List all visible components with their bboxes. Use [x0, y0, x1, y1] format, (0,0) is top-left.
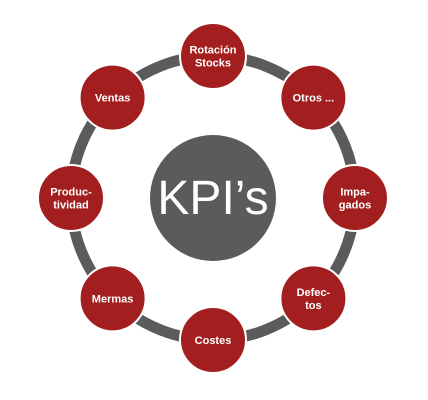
- kpi-node-label: Impa-: [340, 187, 370, 199]
- kpi-node-label: Costes: [195, 335, 232, 347]
- kpi-node-label: Defec-: [297, 287, 331, 299]
- kpi-node-mermas: Mermas: [78, 264, 147, 333]
- kpi-node-label: Ventas: [95, 93, 130, 105]
- kpi-node-label: Produc-: [50, 187, 92, 199]
- kpi-node-circle: [179, 306, 247, 374]
- kpi-node-defectos: Defec-tos: [279, 264, 348, 333]
- kpi-node-circle: [37, 164, 105, 232]
- center-label: KPI’s: [157, 172, 268, 225]
- kpi-node-circle: [78, 264, 147, 333]
- kpi-node-circle: [279, 63, 348, 132]
- kpi-node-label: Rotación: [189, 45, 236, 57]
- kpi-node-otros: Otros ...: [279, 63, 348, 132]
- kpi-node-label: tos: [305, 300, 322, 312]
- center-hub: KPI’s: [150, 135, 276, 261]
- kpi-node-circle: [321, 164, 389, 232]
- kpi-node-circle: [179, 22, 247, 90]
- center-circle: [150, 135, 276, 261]
- kpi-node-ventas: Ventas: [78, 63, 147, 132]
- kpi-node-label: Otros ...: [293, 93, 335, 105]
- kpi-node-circle: [279, 264, 348, 333]
- kpi-node-productividad: Produc-tividad: [37, 164, 105, 232]
- kpi-node-label: tividad: [53, 200, 88, 212]
- kpi-node-circle: [78, 63, 147, 132]
- kpi-node-label: Stocks: [195, 58, 231, 70]
- kpi-node-costes: Costes: [179, 306, 247, 374]
- kpi-node-impagados: Impa-gados: [321, 164, 389, 232]
- kpi-node-label: gados: [339, 200, 371, 212]
- kpi-node-label: Mermas: [92, 293, 134, 305]
